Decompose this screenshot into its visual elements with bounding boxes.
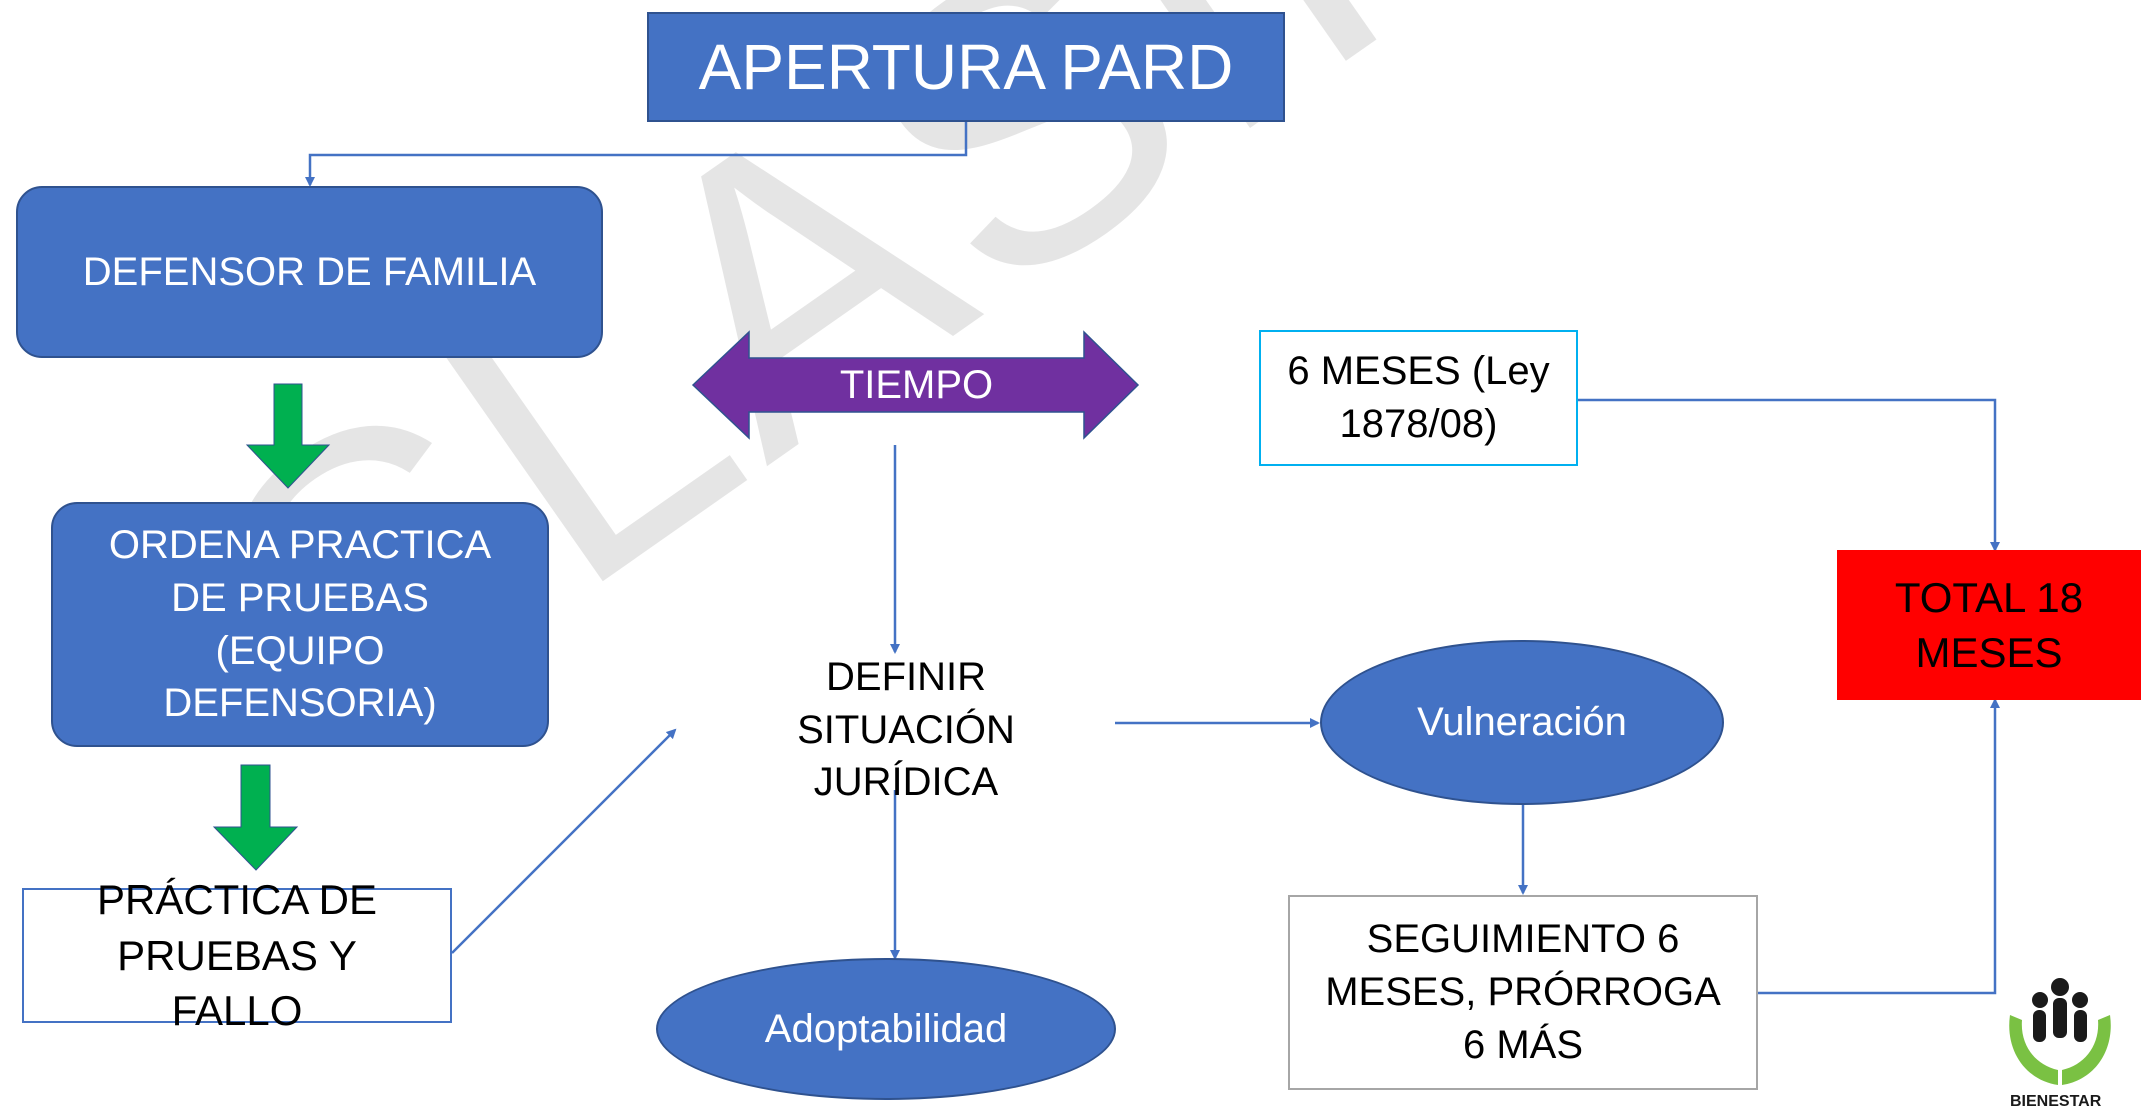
connector-practica-to-definir [451, 728, 677, 954]
ordena-practica-box: ORDENA PRACTICA DE PRUEBAS (EQUIPO DEFEN… [51, 502, 549, 747]
definir-situacion-label: DEFINIR SITUACIÓN JURÍDICA [797, 654, 1015, 805]
tiempo-label: TIEMPO [839, 362, 994, 407]
total-18-meses-box: TOTAL 18 MESES [1837, 550, 2141, 700]
seguimiento-box: SEGUIMIENTO 6 MESES, PRÓRROGA 6 MÁS [1288, 895, 1758, 1090]
defensor-de-familia-box: DEFENSOR DE FAMILIA [16, 186, 603, 358]
seguimiento-label: SEGUIMIENTO 6 MESES, PRÓRROGA 6 MÁS [1325, 917, 1721, 1067]
double-arrow-icon [691, 330, 1140, 440]
adoptabilidad-ellipse: Adoptabilidad [656, 958, 1116, 1100]
down-arrow-icon [212, 764, 299, 871]
ordena-practica-label: ORDENA PRACTICA DE PRUEBAS (EQUIPO DEFEN… [108, 522, 492, 726]
practica-pruebas-label: PRÁCTICA DE PRUEBAS Y FALLO [96, 876, 378, 1035]
tiempo-label-box: TIEMPO [749, 358, 1084, 412]
icbf-logo-icon: BIENESTAR [2009, 978, 2111, 1110]
down-arrow-icon [245, 383, 331, 489]
seis-meses-label: 6 MESES (Ley 1878/08) [1287, 349, 1550, 446]
vulneracion-ellipse: Vulneración [1320, 640, 1724, 805]
connector-apertura-to-defensor [305, 122, 968, 187]
connector-seguimiento-to-total [1758, 698, 2000, 995]
definir-situacion-box: DEFINIR SITUACIÓN JURÍDICA [700, 655, 1112, 805]
apertura-pard-label: APERTURA PARD [698, 30, 1234, 103]
icbf-logo-caption: BIENESTAR [2010, 1093, 2102, 1108]
seis-meses-box: 6 MESES (Ley 1878/08) [1259, 330, 1578, 466]
vulneracion-label: Vulneración [1417, 700, 1627, 745]
apertura-pard-box: APERTURA PARD [647, 12, 1285, 122]
defensor-de-familia-label: DEFENSOR DE FAMILIA [82, 249, 537, 294]
practica-pruebas-box: PRÁCTICA DE PRUEBAS Y FALLO [22, 876, 452, 1034]
icbf-logo: BIENESTAR [2000, 970, 2141, 1110]
connector-seis-meses-to-total [1578, 398, 2000, 552]
total-18-meses-label: TOTAL 18 MESES [1894, 573, 2084, 676]
adoptabilidad-label: Adoptabilidad [764, 1006, 1008, 1051]
